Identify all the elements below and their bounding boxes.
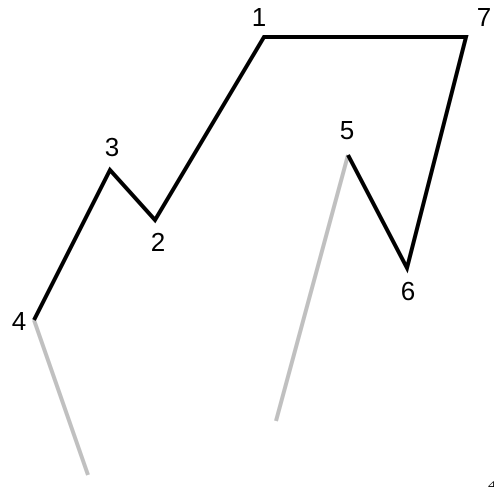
vertex-label-2: 2	[151, 227, 165, 257]
vertex-label-6: 6	[401, 276, 415, 306]
vertex-label-7: 7	[477, 2, 491, 32]
vertex-label-5: 5	[340, 115, 354, 145]
corner-mark: ⊿	[487, 479, 495, 489]
extension-line-from-4	[32, 319, 90, 476]
zigzag-path	[32, 35, 469, 321]
vertex-label-4: 4	[12, 306, 26, 336]
vertex-label-1: 1	[252, 2, 266, 32]
extension-line-from-5	[274, 154, 350, 422]
vertex-label-3: 3	[105, 132, 119, 162]
